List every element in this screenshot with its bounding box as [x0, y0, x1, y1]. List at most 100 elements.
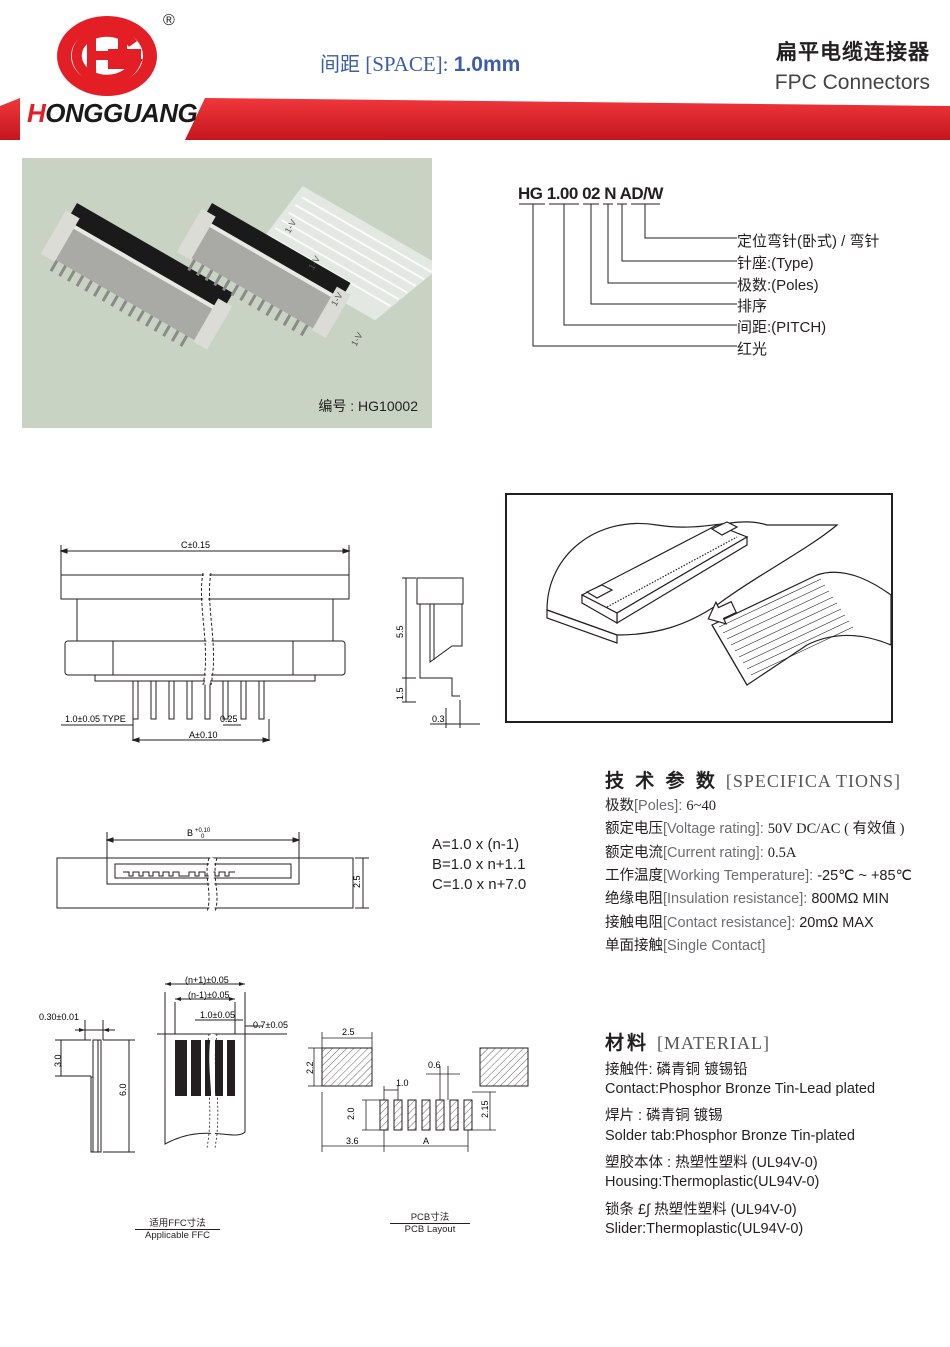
spec-row-contact-resistance: 接触电阻[Contact resistance]: 20mΩ MAX — [605, 911, 874, 932]
spec-heading: 技 术 参 数 [SPECIFICA TIONS] — [605, 766, 901, 793]
insertion-diagram-frame — [505, 493, 893, 723]
connector-photo-illustration: 1-V 1-V 1-V 1-V — [40, 186, 432, 350]
spec-cn: 单面接触 — [605, 938, 663, 954]
ffc-pitch-dimension: 1.0±0.05 — [200, 1010, 235, 1020]
ffc-h1-dimension: 3.0 — [53, 1054, 63, 1067]
brand-name: HONGGUANG — [27, 98, 198, 129]
spec-row-voltage: 额定电压[Voltage rating]: 50V DC/AC ( 有效值 ) — [605, 817, 904, 838]
title-en: FPC Connectors — [774, 71, 930, 94]
spec-row-poles: 极数[Poles]: 6~40 — [605, 794, 716, 815]
spec-en: [Working Temperature]: — [663, 868, 814, 884]
pn-desc-brand: 红光 — [737, 341, 768, 358]
ffc-drawing: 0.30±0.01 3.0 6.0 (n+1)±0.05 (n-1)±0.05 … — [39, 975, 288, 1153]
a-dimension: A±0.10 — [189, 730, 217, 740]
spec-en: [Contact resistance]: — [663, 915, 796, 931]
ffc-cw-dimension: 0.7±0.05 — [253, 1020, 288, 1030]
ffc-w1-dimension: (n+1)±0.05 — [185, 975, 229, 985]
top-height-dimension: 2.5 — [352, 875, 362, 888]
pcb-caption: PCB寸法 PCB Layout — [390, 1209, 470, 1235]
spec-value: 800MΩ MIN — [811, 891, 890, 907]
spec-en: [Insulation resistance]: — [663, 891, 808, 907]
thickness-dimension: 0.3 — [432, 714, 445, 724]
top-view-drawing: B +0.10 0 2.5 — [56, 828, 369, 912]
registered-mark: ® — [163, 12, 175, 29]
ffc-caption-en: Applicable FFC — [135, 1229, 220, 1241]
spec-row-current: 额定电流[Current rating]: 0.5A — [605, 841, 796, 862]
spec-value: 6~40 — [686, 798, 716, 814]
formula-a: A=1.0 x (n-1) — [432, 836, 520, 853]
b-dimension: B — [187, 828, 193, 838]
spec-row-single-contact: 单面接触[Single Contact] — [605, 934, 765, 955]
pcb-a-dimension: A — [423, 1136, 429, 1146]
pn-desc-poles: 极数:(Poles) — [737, 277, 819, 294]
pcb-total-height: 2.15 — [480, 1100, 490, 1118]
material-row: Solder tab:Phosphor Bronze Tin-plated — [605, 1128, 855, 1144]
material-row: Contact:Phosphor Bronze Tin-Lead plated — [605, 1081, 876, 1097]
material-row: 塑胶本体 : 热塑性塑料 (UL94V-0) — [605, 1155, 818, 1171]
spec-cn: 工作温度 — [605, 868, 663, 884]
spec-value: 20mΩ MAX — [799, 915, 874, 931]
spec-en: [Current rating]: — [663, 845, 764, 861]
ffc-h2-dimension: 6.0 — [118, 1083, 128, 1096]
pcb-pin-length: 2.0 — [346, 1107, 356, 1120]
pn-seg-pitch: 1.00 — [546, 184, 579, 203]
part-number: HG 1.00 02 N AD/W — [518, 184, 663, 204]
pn-desc-pin: 定位弯针(卧式) / 弯针 — [737, 233, 880, 250]
pcb-caption-en: PCB Layout — [390, 1223, 470, 1235]
height-dimension: 5.5 — [395, 625, 405, 638]
pcb-pad-width: 2.5 — [342, 1027, 355, 1037]
spec-en: [Voltage rating]: — [663, 821, 764, 837]
part-number-leader-lines — [519, 203, 737, 347]
spacing-space: [SPACE]: — [365, 52, 449, 76]
foot-dimension: 1.5 — [395, 687, 405, 700]
pn-seg-brand: HG — [518, 184, 543, 203]
material-heading-cn: 材料 — [605, 1033, 650, 1054]
material-row: 接触件: 磷青铜 镀锡铅 — [605, 1062, 748, 1078]
formula-b: B=1.0 x n+1.1 — [432, 856, 526, 873]
spec-heading-cn: 技 术 参 数 — [605, 771, 718, 792]
pn-seg-poles: N — [604, 184, 616, 203]
type-dimension: 1.0±0.05 TYPE — [65, 714, 126, 724]
pcb-pad-height: 2.2 — [305, 1061, 315, 1074]
product-code: 编号 : HG10002 — [318, 398, 418, 414]
material-heading: 材料[MATERIAL] — [605, 1028, 770, 1055]
pcb-pin-width: 0.6 — [428, 1060, 441, 1070]
ffc-caption-cn: 适用FFC寸法 — [149, 1218, 206, 1229]
spacing-value: 1.0mm — [453, 53, 521, 76]
spec-cn: 极数 — [605, 798, 634, 814]
spec-en: [Single Contact] — [663, 938, 766, 954]
title-cn: 扁平电缆连接器 — [776, 41, 930, 64]
cable-mark: 1-V — [349, 331, 365, 348]
spec-en: [Poles]: — [634, 798, 683, 814]
side-view-drawing: 5.5 1.5 0.3 — [395, 577, 480, 728]
hongguang-logo-icon — [57, 16, 157, 96]
insertion-diagram — [546, 521, 892, 686]
spec-cn: 额定电流 — [605, 845, 663, 861]
spec-value: 50V DC/AC ( 有效值 ) — [767, 821, 905, 837]
ffc-caption: 适用FFC寸法 Applicable FFC — [135, 1215, 220, 1241]
formula-c: C=1.0 x n+7.0 — [432, 876, 527, 893]
spec-row-temperature: 工作温度[Working Temperature]: -25℃ ~ +85℃ — [605, 864, 912, 885]
pcb-layout-drawing: 2.5 2.2 1.0 0.6 2.0 2.15 3.6 A — [305, 1027, 529, 1152]
spec-cn: 绝缘电阻 — [605, 891, 663, 907]
spec-row-insulation: 绝缘电阻[Insulation resistance]: 800MΩ MIN — [605, 887, 889, 908]
pcb-caption-cn: PCB寸法 — [410, 1212, 450, 1223]
pn-seg-type: A — [619, 184, 632, 203]
brand-rest: ONGGUANG — [45, 98, 198, 128]
b-tolerance-top: +0.10 — [195, 828, 211, 834]
material-row: Slider:Thermoplastic(UL94V-0) — [605, 1221, 804, 1237]
pn-seg-order: 02 — [582, 184, 600, 203]
pcb-pitch: 1.0 — [396, 1078, 409, 1088]
ffc-w2-dimension: (n-1)±0.05 — [188, 990, 229, 1000]
spec-value: -25℃ ~ +85℃ — [817, 868, 912, 884]
pcb-offset: 3.6 — [346, 1136, 359, 1146]
spec-value: 0.5A — [767, 845, 797, 861]
pn-desc-type: 针座:(Type) — [737, 255, 814, 272]
product-photo: 1-V 1-V 1-V 1-V 编号 : HG10002 — [22, 158, 432, 428]
spec-heading-en: [SPECIFICA TIONS] — [725, 771, 902, 791]
pn-seg-pin: D/W — [631, 184, 663, 203]
material-row: 焊片 : 磷青铜 镀锡 — [605, 1108, 723, 1124]
spacing-label: 间距 — [320, 52, 360, 76]
spec-cn: 额定电压 — [605, 821, 663, 837]
front-view-drawing: C±0.15 1.0±0.05 TYPE 0.25 A±0.10 — [59, 540, 351, 743]
